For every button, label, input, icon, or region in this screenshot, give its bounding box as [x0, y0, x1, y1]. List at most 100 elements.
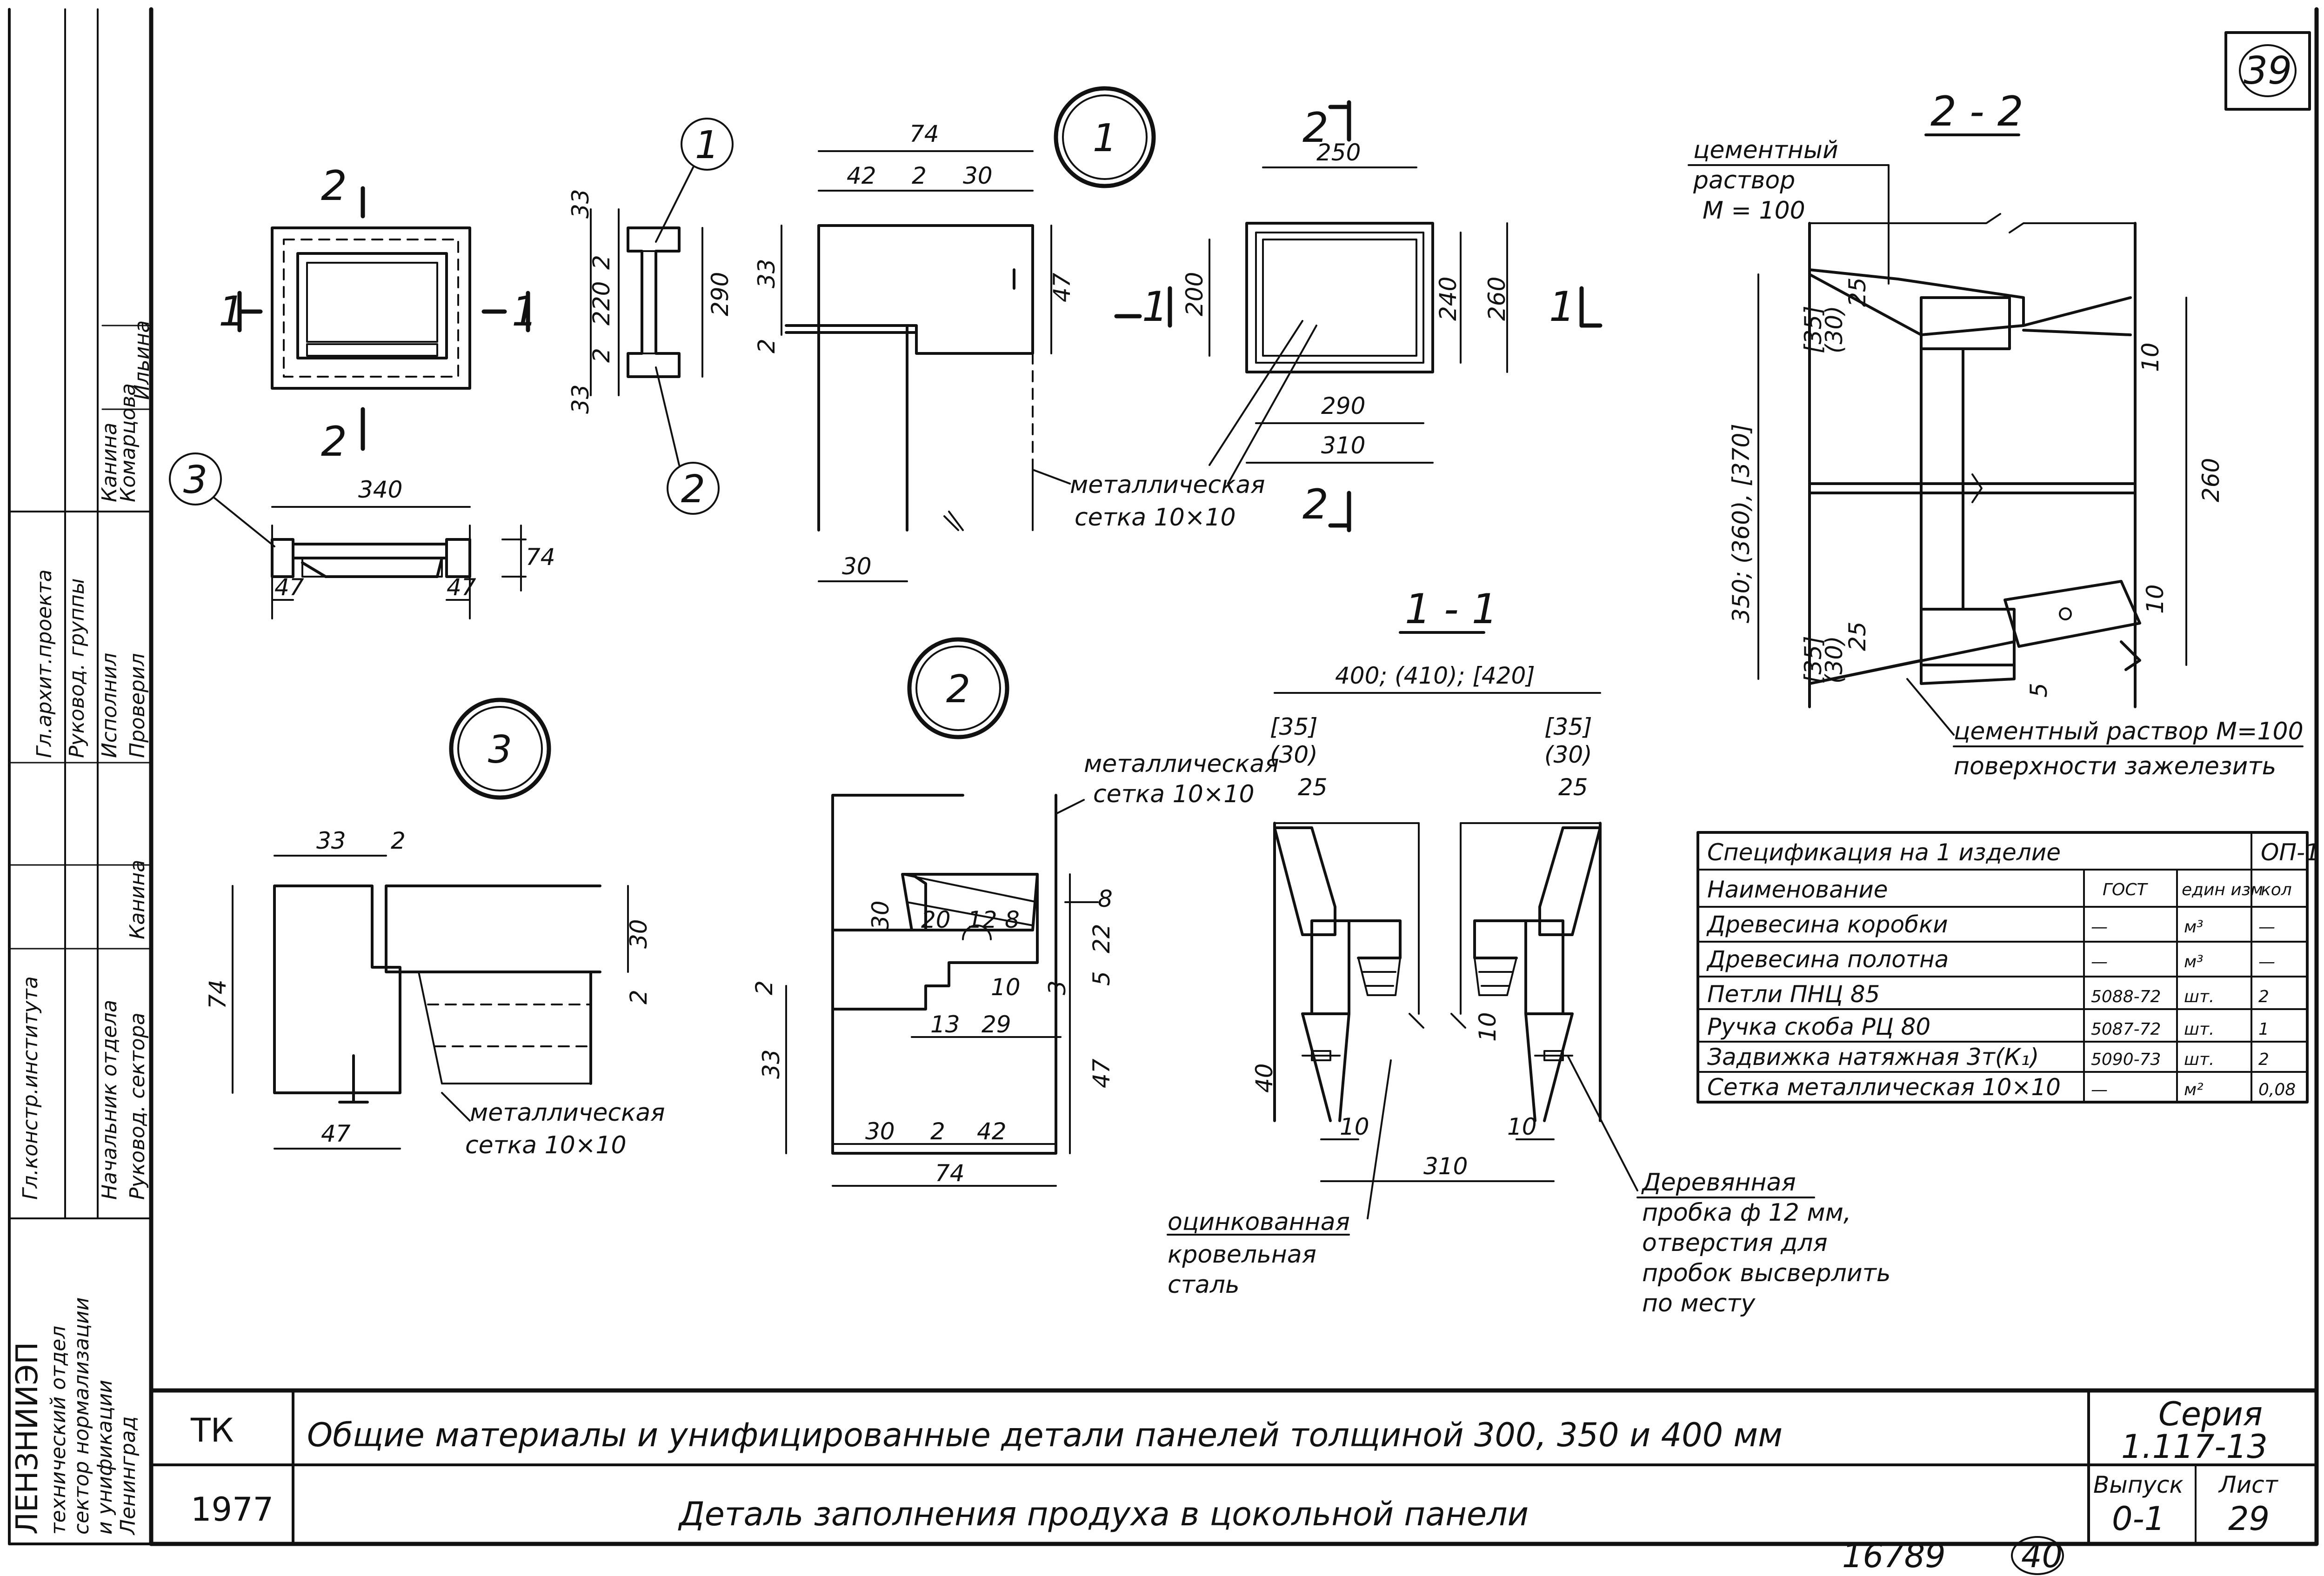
detail-1-dim-3: 2 [912, 162, 927, 189]
section-1-1-dim-10c: 10 [1507, 1113, 1537, 1140]
section-2-2-height: 350; (360), [370] [1728, 424, 1755, 623]
sheet-value: 29 [2228, 1500, 2270, 1538]
detail-2-dim-12: 12 [968, 906, 997, 933]
spec-cell: Задвижка натяжная 3т(К₁) [1707, 1044, 2039, 1071]
callout-3-label: 3 [183, 458, 207, 502]
grille-dim-2: 200 [1181, 272, 1208, 316]
spec-cell: Петли ПНЦ 85 [1707, 981, 1880, 1008]
stamp-name-4: Канина [126, 860, 149, 939]
detail-3: 3 33 2 30 2 74 47 металлическая сетка 10… [204, 698, 665, 1159]
section-1-1-dim-40: 40 [1251, 1063, 1278, 1093]
detail-1-dim-2: 42 [847, 162, 876, 189]
stamp-org-1: ЛЕНЗНИИЭП [10, 1342, 45, 1535]
stamp-role-4: Проверил [126, 653, 149, 758]
detail-2-dim-3: 3 [1044, 980, 1071, 995]
detail-3-dim-30: 30 [625, 919, 652, 949]
callout-1-label: 1 [695, 123, 719, 167]
sheet-number-text: 39 [2244, 49, 2292, 93]
spec-cell: — [2258, 918, 2275, 937]
section-2-2-mortar-3: М = 100 [1703, 197, 1805, 225]
spec-cell: 2 [2258, 987, 2269, 1006]
plan-left-dim: 47 [274, 574, 304, 601]
detail-2-dim-33: 33 [758, 1049, 785, 1079]
plan-right-dim: 47 [447, 574, 476, 601]
frame-profile: 33 2 220 2 33 290 1 2 [567, 118, 734, 515]
detail-3-note-2: сетка 10×10 [465, 1131, 627, 1159]
section-1-1-plug-3: отверстия для [1642, 1229, 1828, 1257]
title-code: ТК [190, 1411, 234, 1450]
spec-cell: шт. [2184, 987, 2214, 1006]
detail-2-dim-20: 20 [921, 906, 951, 933]
spec-cell: 5088-72 [2091, 987, 2161, 1006]
section-1-1-width: 400; (410); [420] [1335, 662, 1535, 689]
detail-2-note-1: металлическая [1084, 750, 1279, 778]
detail-2-dim-13: 13 [930, 1011, 960, 1038]
spec-head-unit: един изм [2182, 880, 2263, 899]
spec-head-qty: кол [2261, 880, 2292, 899]
section-2-2-top-3: 25 [1844, 277, 1871, 307]
spec-cell: — [2091, 918, 2108, 937]
profile-dim-5: 33 [567, 384, 594, 414]
series-value: 1.117-13 [2121, 1428, 2268, 1466]
section-2-2-bot-2: (30) [1821, 636, 1848, 684]
detail-2-dim-47: 47 [1088, 1058, 1115, 1088]
inventory: 16789 40 [1842, 1536, 2064, 1575]
sheet-number: 39 [2224, 31, 2311, 111]
section-1-1-steel-1: оцинкованная [1168, 1208, 1350, 1236]
detail-3-dim-33: 33 [316, 827, 346, 854]
stamp-name-1: Канина [98, 423, 121, 502]
detail-3-dim-2: 2 [391, 827, 406, 854]
grille-dim-6: 310 [1321, 432, 1365, 459]
spec-cell: 5087-72 [2091, 1020, 2161, 1039]
grille-cut-top: 2 [1302, 104, 1329, 152]
stamp-name-2: Комарцова [116, 383, 140, 502]
spec-cell: — [2091, 1080, 2108, 1099]
detail-1-note-2: сетка 10×10 [1075, 504, 1236, 532]
profile-dim-4: 2 [588, 348, 615, 363]
spec-cell: Древесина полотна [1706, 946, 1949, 973]
plan-width-dim: 340 [358, 476, 402, 503]
section-1-1-right-3: 25 [1558, 774, 1588, 801]
stamp-role-5: Гл.констр.института [19, 976, 42, 1200]
grille-dim-1: 250 [1316, 139, 1361, 166]
section-1-1-right-1: [35] [1544, 713, 1592, 740]
section-1-1-dim-310: 310 [1423, 1153, 1468, 1180]
section-1-1: 1 - 1 400; (410); [420] [35] (30) 25 [35… [1167, 585, 1891, 1317]
cut-label-top: 2 [321, 162, 347, 210]
section-2-2-dim-10a: 10 [2137, 342, 2164, 372]
section-2-2-top-2: (30) [1821, 306, 1848, 353]
detail-3-number: 3 [488, 728, 512, 772]
detail-3-dim-47: 47 [321, 1120, 351, 1147]
detail-2: 2 8 металлическая сетка 10×10 20 12 8 30… [751, 637, 1279, 1187]
stamp-org-3: сектор нормализации [70, 1297, 93, 1535]
grille-dim-3: 240 [1435, 277, 1462, 321]
section-1-1-plug-4: пробок высверлить [1642, 1259, 1891, 1287]
spec-cell: 1 [2258, 1020, 2269, 1039]
sheet-frame [8, 7, 2319, 1546]
spec-head-name: Наименование [1707, 876, 1888, 903]
series-label: Серия [2158, 1395, 2263, 1433]
stamp-org-5: Ленинград [116, 1416, 140, 1536]
detail-1-dim-7: 47 [1048, 273, 1075, 302]
cut-label-left: 1 [219, 287, 245, 335]
profile-dim-3: 220 [588, 281, 615, 326]
section-2-2-mortar-b2: поверхности зажелезить [1954, 752, 2276, 780]
section-2-2-title: 2 - 2 [1930, 87, 2023, 135]
detail-3-dim-74: 74 [204, 979, 231, 1009]
title-block: ТК 1977 Общие материалы и унифицированны… [149, 1388, 2319, 1545]
section-2-2-dim-260: 260 [2197, 458, 2224, 502]
section-1-1-dim-10a: 10 [1474, 1012, 1501, 1042]
detail-1-dim-8: 30 [842, 553, 872, 580]
section-1-1-left-1: [35] [1270, 713, 1318, 740]
issue-value: 0-1 [2112, 1500, 2165, 1538]
spec-cell: — [2258, 952, 2275, 971]
section-1-1-title: 1 - 1 [1405, 585, 1498, 633]
detail-3-note-1: металлическая [470, 1099, 665, 1127]
detail-2-dim-30: 30 [867, 900, 894, 930]
detail-2-dim-74: 74 [935, 1160, 965, 1187]
spec-cell: м³ [2184, 918, 2204, 937]
sheet-label: Лист [2218, 1471, 2279, 1498]
stamp-role-2: Руковод. группы [65, 578, 89, 758]
detail-2-dim-22: 22 [1088, 924, 1115, 953]
